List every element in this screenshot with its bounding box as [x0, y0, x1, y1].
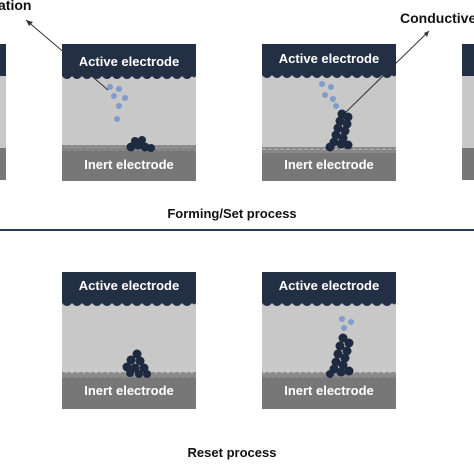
active-electrode: [262, 44, 396, 75]
inert-electrode-label: Inert electrode: [284, 383, 374, 398]
inert-electrode-label: Inert electrode: [84, 383, 174, 398]
cell-forming-1: Active electrode Inert electrode: [62, 44, 196, 181]
active-electrode: [262, 272, 396, 303]
active-electrode-rough-edge: [262, 303, 396, 306]
annotation-right-arrow: [345, 30, 430, 113]
active-electrode-label: Active electrode: [79, 278, 179, 293]
ion: [319, 81, 325, 87]
conductive-filament: [325, 109, 353, 152]
ion: [111, 93, 117, 99]
active-electrode-label: Active electrode: [279, 278, 379, 293]
active-electrode-rough-edge: [262, 75, 396, 78]
metal-ions: [339, 316, 354, 331]
active-electrode-rough-edge: [62, 76, 196, 79]
ion: [114, 116, 120, 122]
inert-electrode-label: Inert electrode: [84, 157, 174, 172]
ion: [333, 103, 339, 109]
cell-partial-left: [0, 44, 6, 180]
annotation-left-arrow: [25, 19, 109, 91]
oxide-layer: [462, 44, 474, 180]
active-electrode: [62, 44, 196, 76]
active-electrode-rough-edge: [62, 303, 196, 306]
ion: [328, 84, 334, 90]
ion: [322, 92, 328, 98]
ion: [339, 316, 345, 322]
ion: [116, 103, 122, 109]
metal-ions: [319, 81, 339, 109]
inert-electrode: [62, 375, 196, 409]
ion: [341, 325, 347, 331]
inert-electrode: [262, 150, 396, 181]
inert-electrode-label: Inert electrode: [284, 157, 374, 172]
filament-dissolving: [326, 333, 354, 378]
active-electrode: [62, 272, 196, 303]
active-electrode-label: Active electrode: [79, 54, 179, 69]
annotation-left: ation: [0, 0, 31, 13]
filament-remnant: [122, 349, 151, 378]
active-electrode: [0, 44, 6, 76]
cell-reset-1: Active electrode Inert electrode: [62, 272, 196, 409]
ion: [116, 86, 122, 92]
filament-seed: [126, 136, 155, 152]
active-electrode: [462, 44, 474, 76]
ion: [348, 319, 354, 325]
cell-reset-2: Active electrode Inert electrode: [262, 272, 396, 409]
process-label-reset: Reset process: [188, 445, 277, 460]
inert-electrode: [462, 148, 474, 180]
annotation-right: Conductive: [400, 10, 474, 26]
process-label-forming: Forming/Set process: [167, 206, 296, 221]
cell-forming-2: Active electrode Inert electrode: [262, 44, 396, 181]
ion: [107, 84, 113, 90]
inert-electrode: [262, 375, 396, 409]
inert-electrode: [0, 148, 6, 180]
arrowhead: [424, 31, 429, 37]
inert-electrode: [62, 148, 196, 181]
metal-ions: [107, 84, 128, 122]
ion: [122, 95, 128, 101]
oxide-layer: [0, 44, 6, 180]
ion: [330, 96, 336, 102]
active-electrode-label: Active electrode: [279, 51, 379, 66]
cell-partial-right: [462, 44, 474, 180]
arrowhead: [26, 20, 33, 26]
